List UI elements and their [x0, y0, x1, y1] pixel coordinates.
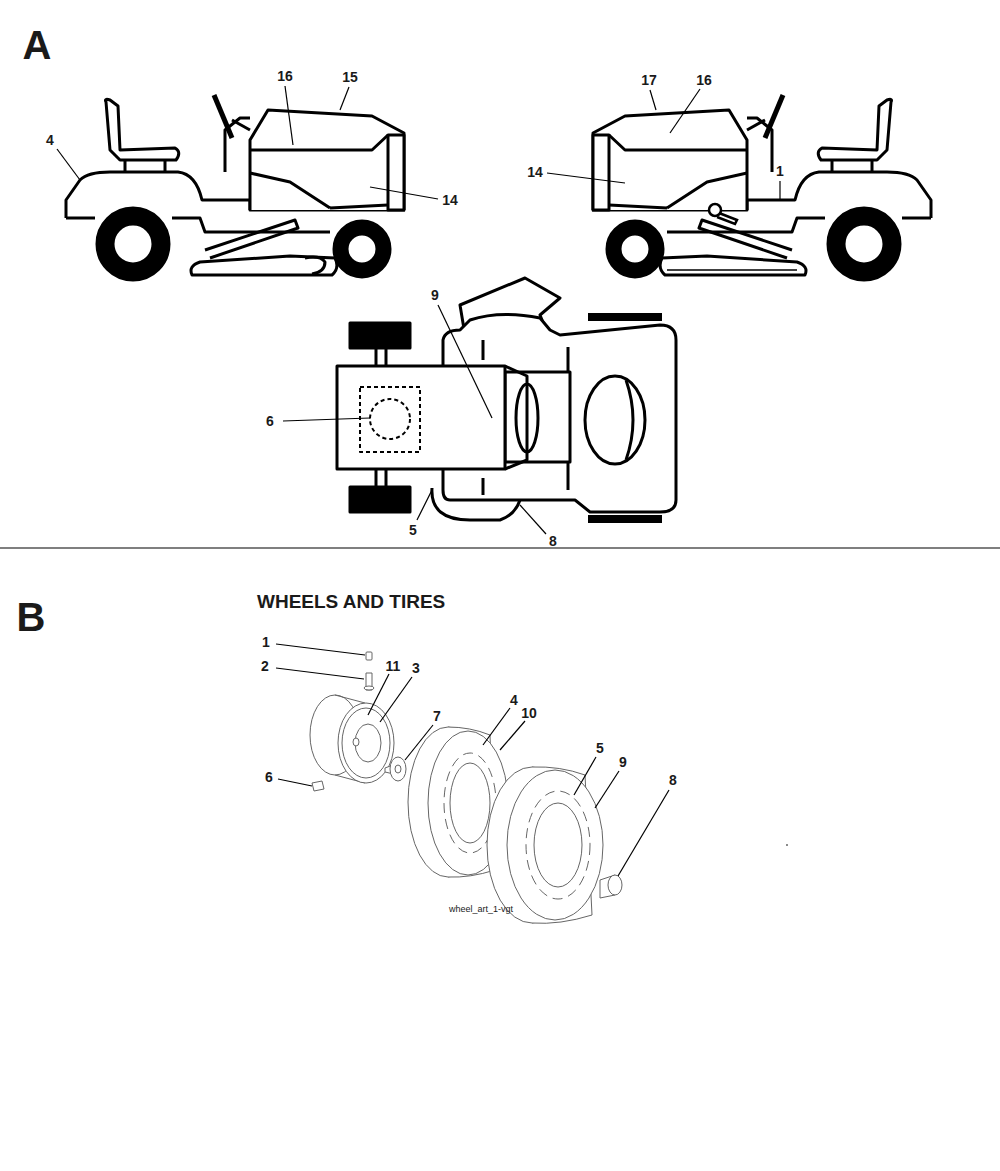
callout-number: 5: [409, 523, 417, 537]
callout-number: 8: [669, 773, 677, 787]
callout-number: 1: [262, 635, 270, 649]
callout-number: 5: [596, 741, 604, 755]
callout-number: 16: [696, 73, 712, 87]
callout-number: 10: [521, 706, 537, 720]
lift-lever: [709, 204, 737, 224]
callout-number: 6: [265, 770, 273, 784]
section-letter: B: [17, 597, 46, 637]
callout-number: 9: [431, 288, 439, 302]
callout-number: 8: [549, 534, 557, 548]
callout-number: 1: [776, 164, 784, 178]
callout-number: 2: [261, 659, 269, 673]
callout-number: 3: [412, 661, 420, 675]
art-code: wheel_art_1-vgt: [449, 905, 513, 914]
section-divider: [0, 547, 1000, 549]
tractor-side-view-mirrored: [592, 95, 931, 280]
section-letter: A: [23, 25, 52, 65]
callout-number: 7: [433, 709, 441, 723]
leader-lines-a: [57, 86, 780, 534]
wheel-parts: [310, 652, 788, 923]
callout-number: 14: [527, 165, 543, 179]
callout-number: 4: [46, 133, 54, 147]
callout-number: 4: [510, 693, 518, 707]
section-heading: WHEELS AND TIRES: [257, 592, 445, 611]
callout-number: 6: [266, 414, 274, 428]
callout-number: 11: [386, 659, 401, 673]
callout-number: 14: [442, 193, 458, 207]
callout-number: 9: [619, 755, 627, 769]
callout-number: 17: [641, 73, 657, 87]
tractor-side-view: [66, 95, 405, 280]
tractor-top-view: [337, 278, 676, 523]
callout-number: 16: [277, 69, 293, 83]
callout-number: 15: [342, 70, 358, 84]
leader-lines-b: [276, 644, 669, 876]
